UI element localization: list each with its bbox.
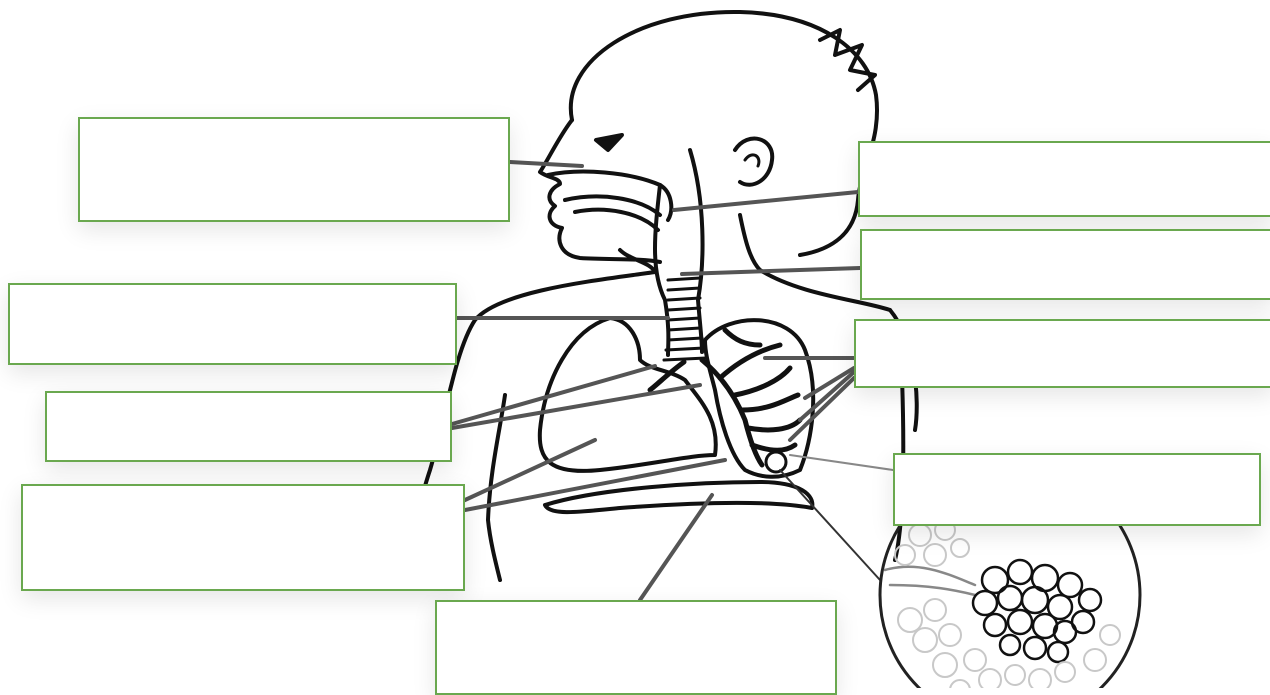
- label-box-lungs[interactable]: [45, 391, 452, 462]
- eye: [596, 135, 622, 150]
- ear: [735, 139, 772, 185]
- zoom-line: [780, 470, 880, 580]
- alveoli-focus-circle: [766, 452, 786, 472]
- label-box-bronchi[interactable]: [854, 319, 1270, 388]
- background-alveoli: [895, 520, 1120, 688]
- leader-diaphragm: [640, 495, 712, 600]
- tongue: [575, 210, 658, 230]
- leader-alveoli: [790, 455, 893, 470]
- label-box-alveoli[interactable]: [893, 453, 1261, 526]
- label-box-ribs[interactable]: [21, 484, 465, 591]
- head-outline: [571, 12, 877, 255]
- label-box-nasal-cavity[interactable]: [78, 117, 510, 222]
- pharynx-left: [655, 185, 668, 355]
- leader-lungs-2: [452, 385, 700, 428]
- label-box-diaphragm[interactable]: [435, 600, 837, 695]
- hair-tufts: [820, 30, 875, 90]
- leader-larynx: [682, 268, 860, 274]
- label-box-larynx[interactable]: [860, 229, 1270, 300]
- leader-lines: [452, 162, 893, 600]
- pharynx-right: [690, 150, 703, 352]
- label-box-trachea[interactable]: [8, 283, 457, 365]
- leader-nasal: [510, 162, 582, 166]
- label-box-pharynx[interactable]: [858, 141, 1270, 217]
- left-lung: [540, 318, 716, 471]
